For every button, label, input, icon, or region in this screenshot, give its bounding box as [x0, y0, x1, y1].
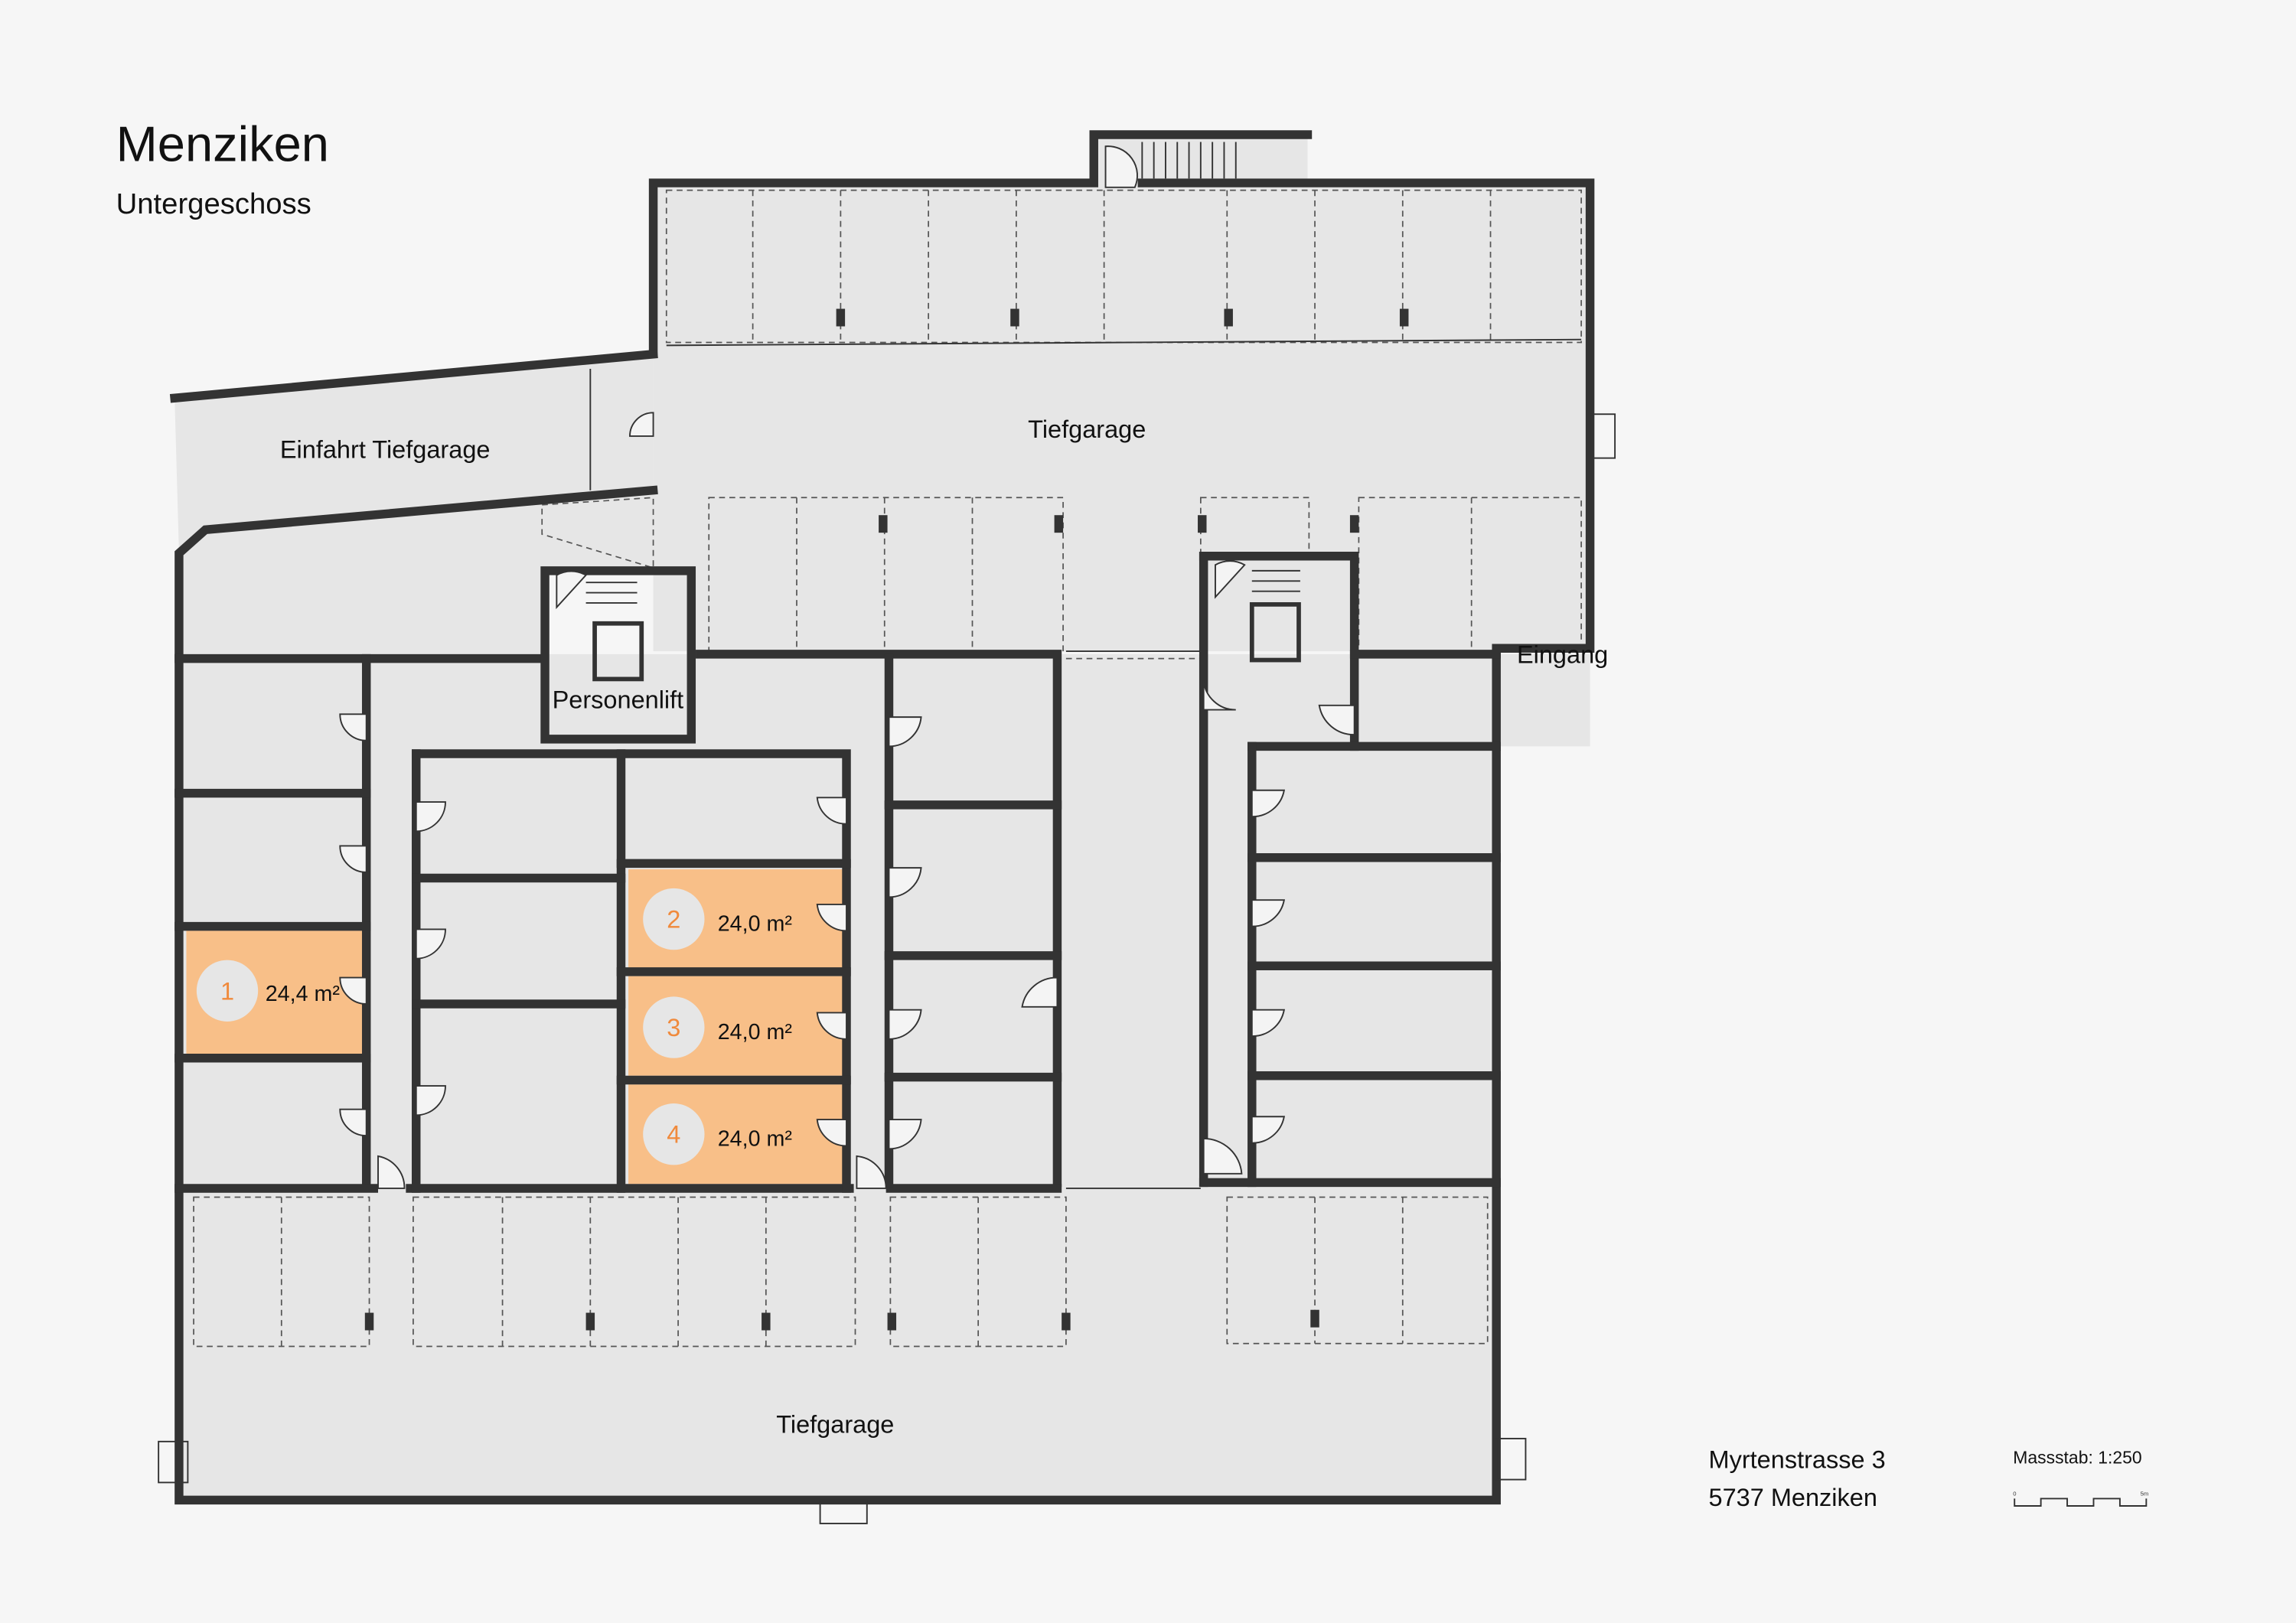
units: 1 24,4 m² 2 24,0 m² 3 24,0 m² 4 24,0 m²: [186, 869, 844, 1185]
unit-number: 2: [667, 906, 680, 934]
unit-area: 24,0 m²: [718, 1020, 792, 1045]
unit-area: 24,0 m²: [718, 911, 792, 936]
plan-subtitle: Untergeschoss: [116, 187, 311, 220]
floor-fills: [174, 134, 1590, 1501]
doors: [339, 145, 1355, 1189]
unit-number: 1: [220, 977, 234, 1005]
unit-2[interactable]: 2 24,0 m²: [628, 869, 844, 970]
label-garage-top: Tiefgarage: [1028, 416, 1146, 443]
label-ramp: Einfahrt Tiefgarage: [280, 436, 491, 464]
label-lift: Personenlift: [553, 686, 684, 714]
scale-end: 5m: [2141, 1491, 2149, 1498]
unit-number: 4: [667, 1121, 680, 1149]
address-street: Myrtenstrasse 3: [1709, 1445, 1886, 1473]
label-garage-bottom: Tiefgarage: [776, 1410, 894, 1438]
address-city: 5737 Menziken: [1709, 1484, 1877, 1511]
scale-label: Massstab: 1:250: [2013, 1448, 2141, 1468]
unit-1[interactable]: 1 24,4 m²: [186, 930, 367, 1055]
unit-area: 24,4 m²: [266, 982, 340, 1006]
plan-title: Menziken: [116, 116, 329, 171]
unit-area: 24,0 m²: [718, 1127, 792, 1152]
stairs: [585, 142, 1300, 604]
unit-3[interactable]: 3 24,0 m²: [628, 976, 844, 1076]
scale-bar: 0 5m: [2013, 1491, 2149, 1507]
pillars: [364, 308, 1409, 1331]
unit-4[interactable]: 4 24,0 m²: [628, 1084, 844, 1185]
unit-number: 3: [667, 1014, 680, 1041]
walls: [158, 130, 1616, 1524]
label-entrance: Eingang: [1517, 640, 1608, 668]
scale-start: 0: [2013, 1491, 2016, 1498]
